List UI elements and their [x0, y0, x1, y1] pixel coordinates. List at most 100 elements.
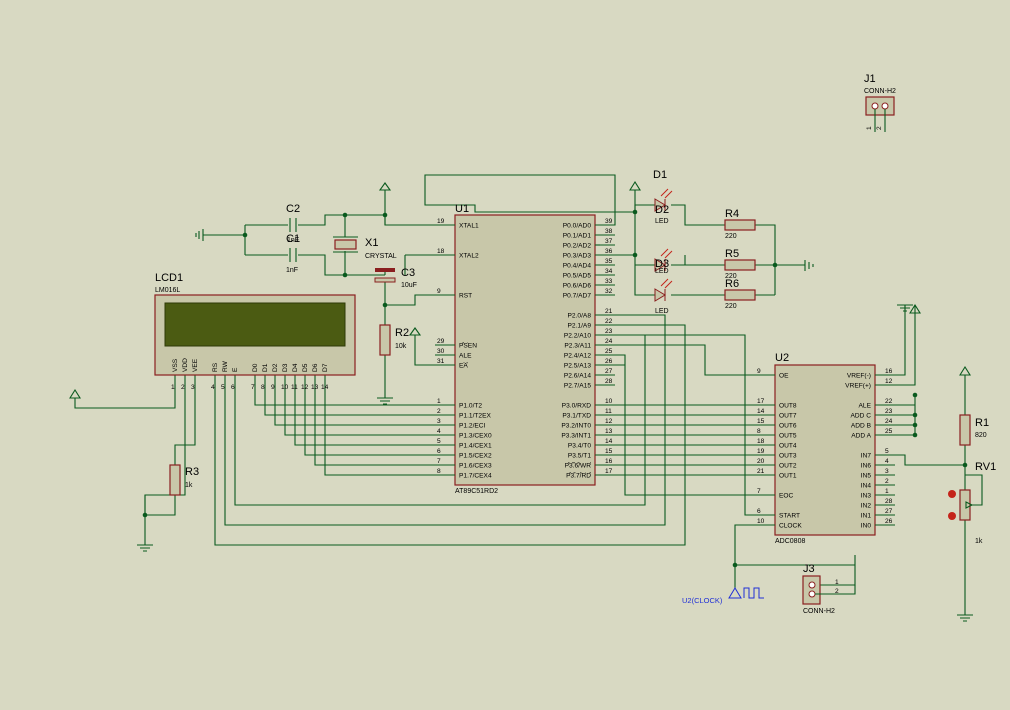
u2-pin-4-label: IN6: [861, 463, 872, 470]
rv1-decrease-icon[interactable]: [948, 490, 956, 498]
u1-pin-19-number: 19: [437, 218, 445, 225]
u1-pin-21-number: 21: [605, 308, 613, 315]
u1-pin-7-number: 7: [437, 458, 441, 465]
crystal-x1[interactable]: X1 CRYSTAL: [333, 236, 397, 260]
led-d3[interactable]: D3 LED: [654, 258, 673, 315]
u1-pin-14-number: 14: [605, 438, 613, 445]
u2-pin-14-label: OUT7: [779, 413, 797, 420]
u1-pin-24-label: P2.3/A11: [564, 343, 591, 350]
lcd-pin-11-number: 11: [291, 384, 298, 391]
u2-pin-8-number: 8: [757, 428, 761, 435]
d2-value: LED: [655, 268, 669, 275]
resistor-r3[interactable]: R3 1k: [169, 464, 199, 496]
microcontroller-u1[interactable]: U1 AT89C51RD2 19XTAL118XTAL29RST29PSEN30…: [435, 203, 615, 495]
connector-j1[interactable]: J1 CONN-H2 1 2: [864, 73, 896, 132]
u2-pin-2-number: 2: [885, 478, 889, 485]
u2-pin-23-number: 23: [885, 408, 893, 415]
u1-part: AT89C51RD2: [455, 488, 498, 495]
potentiometer-rv1[interactable]: RV1 1k: [948, 461, 996, 545]
power-arrow-crystal: [378, 182, 392, 191]
resistor-r4[interactable]: R4 220: [724, 208, 756, 240]
power-arrow-r1: [959, 365, 971, 376]
power-arrow-vref: [909, 303, 921, 314]
u1-pin-34-label: P0.5/AD5: [563, 273, 592, 280]
u1-pin-37-number: 37: [605, 238, 613, 245]
c2-value: 1nF: [287, 237, 299, 244]
u1-pin-12-label: P3.2/INT0: [561, 423, 591, 430]
u1-pin-35-number: 35: [605, 258, 613, 265]
j3-pin1: 1: [835, 579, 839, 586]
u2-pin-7-label: EOC: [779, 493, 794, 500]
connector-j3[interactable]: J3 CONN-H2 1 2: [802, 563, 856, 615]
u1-pin-23-number: 23: [605, 328, 613, 335]
lcd-display[interactable]: LCD1 LM016L VSS1VDD2VEE3RS4RW5E6D07D18D2…: [154, 272, 356, 391]
ground-symbol-crystal: [195, 229, 204, 241]
resistor-r2[interactable]: R2 10k: [379, 324, 409, 356]
lcd-pin-4-label: RS: [212, 362, 219, 372]
u1-pin-15-label: P3.5/T1: [568, 453, 591, 460]
r4-ref: R4: [725, 208, 739, 220]
u1-pin-9-label: RST: [459, 293, 472, 300]
u2-pin-5-label: IN7: [861, 453, 872, 460]
u2-pin-3-label: IN5: [861, 473, 872, 480]
u1-pin-39-number: 39: [605, 218, 613, 225]
lcd-pin-14-number: 14: [321, 384, 329, 391]
lcd-pin-10-label: D3: [282, 363, 289, 372]
adc-u2[interactable]: U2 ADC0808 9OE17OUT814OUT715OUT68OUT518O…: [755, 352, 895, 545]
u2-pin-9-label: OE: [779, 373, 789, 380]
u1-pin-18-number: 18: [437, 248, 445, 255]
lcd-pin-6-number: 6: [231, 384, 235, 391]
u2-pin-21-number: 21: [757, 468, 765, 475]
u1-pin-5-label: P1.4/CEX1: [459, 443, 492, 450]
u1-pin-26-number: 26: [605, 358, 613, 365]
u1-pin-28-label: P2.7/A15: [564, 383, 591, 390]
resistor-r6[interactable]: R6 220: [724, 278, 756, 310]
lcd-pin-10-number: 10: [281, 384, 289, 391]
clock-probe[interactable]: U2(CLOCK): [682, 587, 764, 605]
rv1-increase-icon[interactable]: [948, 512, 956, 520]
u1-pin-6-number: 6: [437, 448, 441, 455]
lcd-pin-3-number: 3: [191, 384, 195, 391]
ground-symbol-lcd: [137, 544, 153, 552]
lcd-ref: LCD1: [155, 272, 183, 284]
j1-pin2: 2: [876, 126, 883, 130]
u1-pin-4-label: P1.3/CEX0: [459, 433, 492, 440]
led-d2[interactable]: D2 LED: [654, 204, 673, 275]
capacitor-c3[interactable]: C3 10uF: [374, 267, 417, 289]
u1-pin-29-label: PSEN: [459, 343, 477, 350]
u1-left-pins: 19XTAL118XTAL29RST29PSEN30ALE31EA1P1.0/T…: [435, 218, 492, 480]
ground-symbol-led: [804, 260, 814, 271]
u1-pin-14-label: P3.4/T0: [568, 443, 591, 450]
u2-pin-3-number: 3: [885, 468, 889, 475]
u1-pin-17-label: P3.7/RD: [566, 473, 591, 480]
led-d1[interactable]: D1 LED: [653, 169, 673, 225]
resistor-r1[interactable]: R1 820: [959, 414, 989, 446]
lcd-part: LM016L: [155, 287, 180, 294]
u1-pin-35-label: P0.4/AD4: [563, 263, 592, 270]
u2-pin-7-number: 7: [757, 488, 761, 495]
u2-pin-21-label: OUT1: [779, 473, 797, 480]
lcd-pin-1-label: VSS: [172, 358, 179, 372]
resistor-r5[interactable]: R5 220: [724, 248, 756, 280]
j3-ref: J3: [803, 563, 815, 575]
ground-symbol-rv1: [957, 614, 973, 622]
c2-ref: C2: [286, 203, 300, 215]
u1-pin-34-number: 34: [605, 268, 613, 275]
lcd-pin-5-label: RW: [222, 360, 229, 372]
u2-pin-8-label: OUT5: [779, 433, 797, 440]
u1-pin-1-number: 1: [437, 398, 441, 405]
u1-pin-36-label: P0.3/AD3: [563, 253, 592, 260]
u2-pin-16-number: 16: [885, 368, 893, 375]
u2-pin-26-label: IN0: [861, 523, 872, 530]
u1-pin-21-label: P2.0/A8: [568, 313, 592, 320]
u1-pin-3-label: P1.2/ECI: [459, 423, 486, 430]
lcd-screen: [164, 302, 346, 347]
u1-pin-30-number: 30: [437, 348, 445, 355]
u2-left-pins: 9OE17OUT814OUT715OUT68OUT518OUT419OUT320…: [755, 368, 802, 530]
capacitor-c2[interactable]: C2 1nF: [286, 203, 300, 244]
u2-ref: U2: [775, 352, 789, 364]
r5-value: 220: [725, 273, 737, 280]
capacitor-c1[interactable]: C1 1nF: [286, 233, 300, 274]
u1-pin-25-number: 25: [605, 348, 613, 355]
